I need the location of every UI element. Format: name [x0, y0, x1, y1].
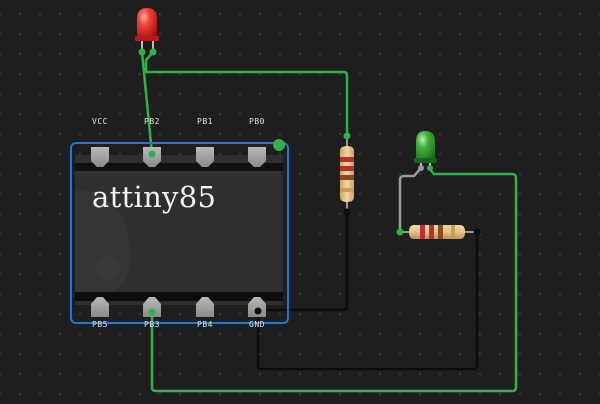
endpoint-resistor-h-left[interactable] [396, 228, 404, 236]
chip-decoration-circle [96, 256, 120, 280]
resistor-vertical[interactable] [340, 137, 354, 212]
wire-pb3-to-led-green[interactable] [150, 167, 518, 393]
led-green-base [414, 158, 437, 163]
resistor-v-band-1 [340, 157, 354, 162]
led-green[interactable] [414, 131, 437, 168]
led-red[interactable] [135, 8, 159, 50]
resistor-h-band-1 [420, 225, 425, 239]
resistor-v-band-3 [340, 175, 354, 180]
endpoint-resistor-h-right[interactable] [473, 228, 481, 236]
chip-top-edge [75, 163, 283, 171]
resistor-v-band-4 [340, 188, 354, 192]
pin-pb3[interactable] [143, 297, 161, 317]
pin-label-gnd: GND [249, 320, 265, 329]
wire-led-red-to-pb2[interactable] [140, 51, 154, 155]
endpoint-green-led-1[interactable] [418, 165, 424, 171]
pin-pb5[interactable] [91, 297, 109, 317]
pin-label-pb5: PB5 [92, 320, 108, 329]
chip-bottom-pins [91, 297, 266, 317]
chip-selection-outline [70, 142, 289, 324]
pin-pb0[interactable] [248, 147, 266, 167]
endpoint-pb2[interactable] [148, 150, 156, 158]
chip-bottom-edge [75, 292, 283, 301]
led-green-body [416, 131, 435, 160]
wires [140, 51, 518, 393]
pin-pb4[interactable] [196, 297, 214, 317]
wire-resistor-to-gnd[interactable] [258, 212, 349, 312]
wire-led-red-to-resistor[interactable] [144, 51, 349, 136]
resistor-h-band-3 [438, 225, 443, 239]
wire-gnd-to-resistor-h[interactable] [256, 232, 479, 371]
led-red-base [135, 36, 159, 41]
pin-label-pb0: PB0 [249, 117, 265, 126]
resistor-v-body [340, 146, 354, 202]
pin-pb1[interactable] [196, 147, 214, 167]
resistor-h-band-4 [451, 225, 455, 239]
endpoint-pb3[interactable] [148, 308, 156, 316]
connection-points [138, 48, 481, 316]
pin-label-vcc: VCC [92, 117, 108, 126]
resistor-h-band-2 [429, 225, 434, 239]
endpoint-red-led-2[interactable] [149, 48, 157, 56]
endpoint-red-led-1[interactable] [138, 48, 146, 56]
endpoint-green-led-2[interactable] [427, 165, 433, 171]
resistor-v-band-2 [340, 166, 354, 171]
resistor-h-body [409, 225, 465, 239]
endpoint-resistor-v-top[interactable] [343, 132, 351, 140]
pin-label-pb4: PB4 [197, 320, 213, 329]
pin-label-pb3: PB3 [144, 320, 160, 329]
pin-gnd[interactable] [248, 297, 266, 317]
endpoint-resistor-v-bottom[interactable] [343, 208, 351, 216]
wire-led-green-to-resistor-h[interactable] [398, 167, 422, 232]
pin-label-pb1: PB1 [197, 117, 213, 126]
selection-handle[interactable] [273, 139, 285, 151]
led-red-body [137, 8, 157, 38]
attiny85-chip[interactable] [70, 139, 289, 324]
endpoint-gnd[interactable] [254, 307, 262, 315]
pin-vcc[interactable] [91, 147, 109, 167]
chip-name: attiny85 [92, 180, 217, 214]
pin-label-pb2: PB2 [144, 117, 160, 126]
resistor-horizontal[interactable] [400, 225, 477, 239]
